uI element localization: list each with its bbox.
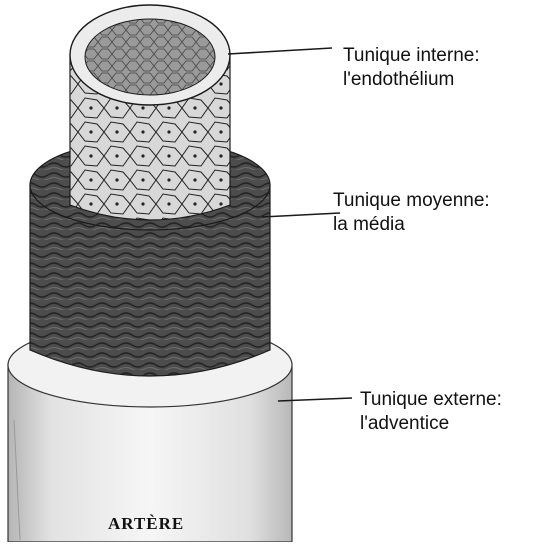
label-middle-layer: Tunique moyenne: la média [333,189,490,237]
label-external-layer: Tunique externe: l'adventice [360,388,502,436]
label-internal-layer: Tunique interne: l'endothélium [343,44,480,92]
label-internal-name: l'endothélium [343,68,480,92]
label-external-name: l'adventice [360,412,502,436]
label-internal-title: Tunique interne: [343,44,480,68]
endothelium-layer [70,5,230,220]
label-external-title: Tunique externe: [360,388,502,412]
pointer-internal [228,48,332,54]
pointer-middle [262,213,340,217]
artery-caption: ARTÈRE [108,514,184,534]
label-middle-name: la média [333,213,490,237]
label-middle-title: Tunique moyenne: [333,189,490,213]
